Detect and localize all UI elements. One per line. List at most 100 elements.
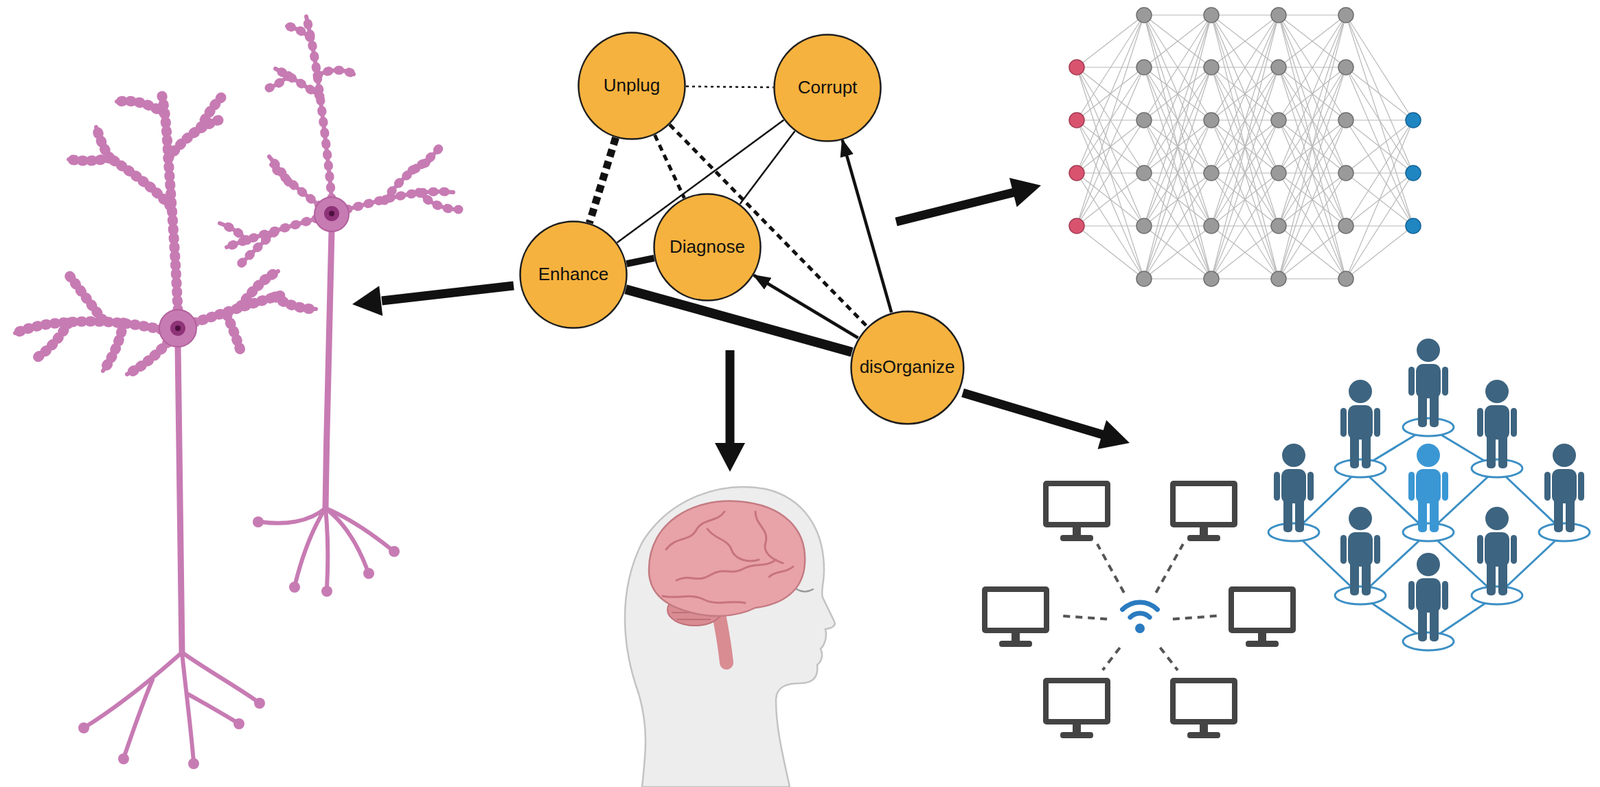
- factor-circle: disOrganize: [850, 310, 965, 426]
- neuron-illustration: [123, 679, 153, 759]
- person-icon: [1340, 407, 1347, 437]
- person-icon: [1498, 433, 1508, 469]
- network-unit: [1203, 59, 1219, 75]
- computer-monitor: [1043, 677, 1111, 725]
- neuron-illustration: [219, 16, 459, 265]
- person-icon: [1442, 471, 1449, 501]
- computer-monitor: [1072, 527, 1081, 536]
- person-icon: [1442, 366, 1449, 396]
- network-unit: [1271, 165, 1287, 181]
- human-head: [624, 486, 836, 787]
- person-icon: [1418, 607, 1427, 642]
- network-link: [1345, 120, 1414, 226]
- person-icon: [1484, 532, 1510, 567]
- network-link: [1211, 67, 1279, 279]
- network-link: [1076, 120, 1145, 279]
- neuron-illustration: [328, 210, 335, 217]
- factor-circle: Enhance: [519, 220, 628, 329]
- human-head: [676, 559, 776, 581]
- network-link: [1345, 225, 1414, 279]
- person-icon: [1486, 561, 1496, 596]
- neuron-illustration: [254, 697, 266, 709]
- human-head: [796, 589, 814, 592]
- network-unit: [1271, 271, 1287, 287]
- network-unit: [1069, 218, 1085, 234]
- person-icon: [1477, 534, 1484, 564]
- network-link: [1345, 120, 1414, 226]
- network-link: [1345, 120, 1414, 174]
- network-unit: [1069, 112, 1085, 128]
- network-link: [1144, 15, 1212, 279]
- person-icon: [1416, 443, 1440, 467]
- network-link: [1211, 15, 1279, 121]
- social-network-illustration: [1268, 338, 1590, 651]
- network-unit: [1271, 112, 1287, 128]
- network-link: [1211, 278, 1279, 279]
- network-link: [1211, 15, 1279, 68]
- person-icon: [1334, 379, 1386, 478]
- network-link: [1144, 15, 1212, 279]
- person-icon: [1498, 561, 1508, 596]
- person-icon: [1416, 552, 1440, 577]
- network-link: [1144, 15, 1212, 226]
- network-link: [1211, 173, 1279, 279]
- computer-monitor: [1233, 591, 1291, 628]
- neural-network-illustration: [1069, 7, 1421, 287]
- network-link: [1076, 173, 1145, 226]
- network-link: [1076, 173, 1145, 226]
- human-head: [624, 486, 836, 787]
- factor-circle: Corrupt: [773, 33, 882, 143]
- wireless-link: [1102, 647, 1120, 671]
- network-link: [1278, 15, 1346, 121]
- big-arrow: [896, 192, 1015, 222]
- network-link: [1278, 120, 1346, 279]
- human-head: [662, 596, 746, 603]
- network-link: [1211, 15, 1279, 226]
- person-icon: [1268, 523, 1320, 542]
- network-unit: [1136, 218, 1152, 234]
- human-head: [662, 511, 794, 603]
- circle-outline: [654, 194, 761, 301]
- network-link: [1345, 67, 1414, 226]
- neuron-illustration: [159, 309, 197, 347]
- network-link: [1144, 173, 1212, 279]
- network-unit: [1338, 165, 1354, 181]
- wifi-symbol: [1135, 623, 1145, 634]
- person-icon: [1268, 443, 1320, 542]
- network-unit: [1271, 59, 1287, 75]
- network-unit: [1203, 218, 1219, 234]
- wireless-link: [1172, 615, 1220, 620]
- network-link: [1144, 67, 1212, 279]
- neuron-illustration: [181, 652, 259, 703]
- network-link: [1211, 15, 1279, 226]
- computer-network-illustration: [981, 480, 1296, 739]
- circle-outline: [774, 35, 882, 142]
- big-arrow: [962, 392, 1103, 435]
- person-icon: [1418, 392, 1427, 428]
- relation-connector: [589, 137, 616, 223]
- big-arrow: [1098, 420, 1131, 450]
- neuron-illustration: [252, 516, 264, 528]
- network-link: [1144, 278, 1212, 279]
- computer-monitor: [1170, 677, 1238, 725]
- network-link: [1345, 15, 1414, 121]
- factor-label: Enhance: [538, 264, 610, 285]
- computer-monitor: [1048, 683, 1105, 719]
- person-icon: [1334, 586, 1386, 605]
- network-link: [1144, 15, 1212, 174]
- wireless-link: [1155, 543, 1183, 593]
- person-icon: [1374, 534, 1381, 564]
- person-icon: [1471, 459, 1523, 478]
- human-head: [707, 528, 759, 562]
- network-unit: [1136, 59, 1152, 75]
- person-icon: [1552, 443, 1576, 467]
- wireless-link: [1058, 615, 1107, 619]
- person-icon: [1295, 497, 1305, 533]
- person-icon: [1415, 469, 1441, 504]
- network-link: [1211, 15, 1279, 279]
- network-unit: [1338, 7, 1354, 23]
- person-icon: [1551, 469, 1577, 504]
- computer-monitor: [1245, 640, 1279, 647]
- network-unit: [1405, 112, 1421, 128]
- network-unit: [1136, 7, 1152, 23]
